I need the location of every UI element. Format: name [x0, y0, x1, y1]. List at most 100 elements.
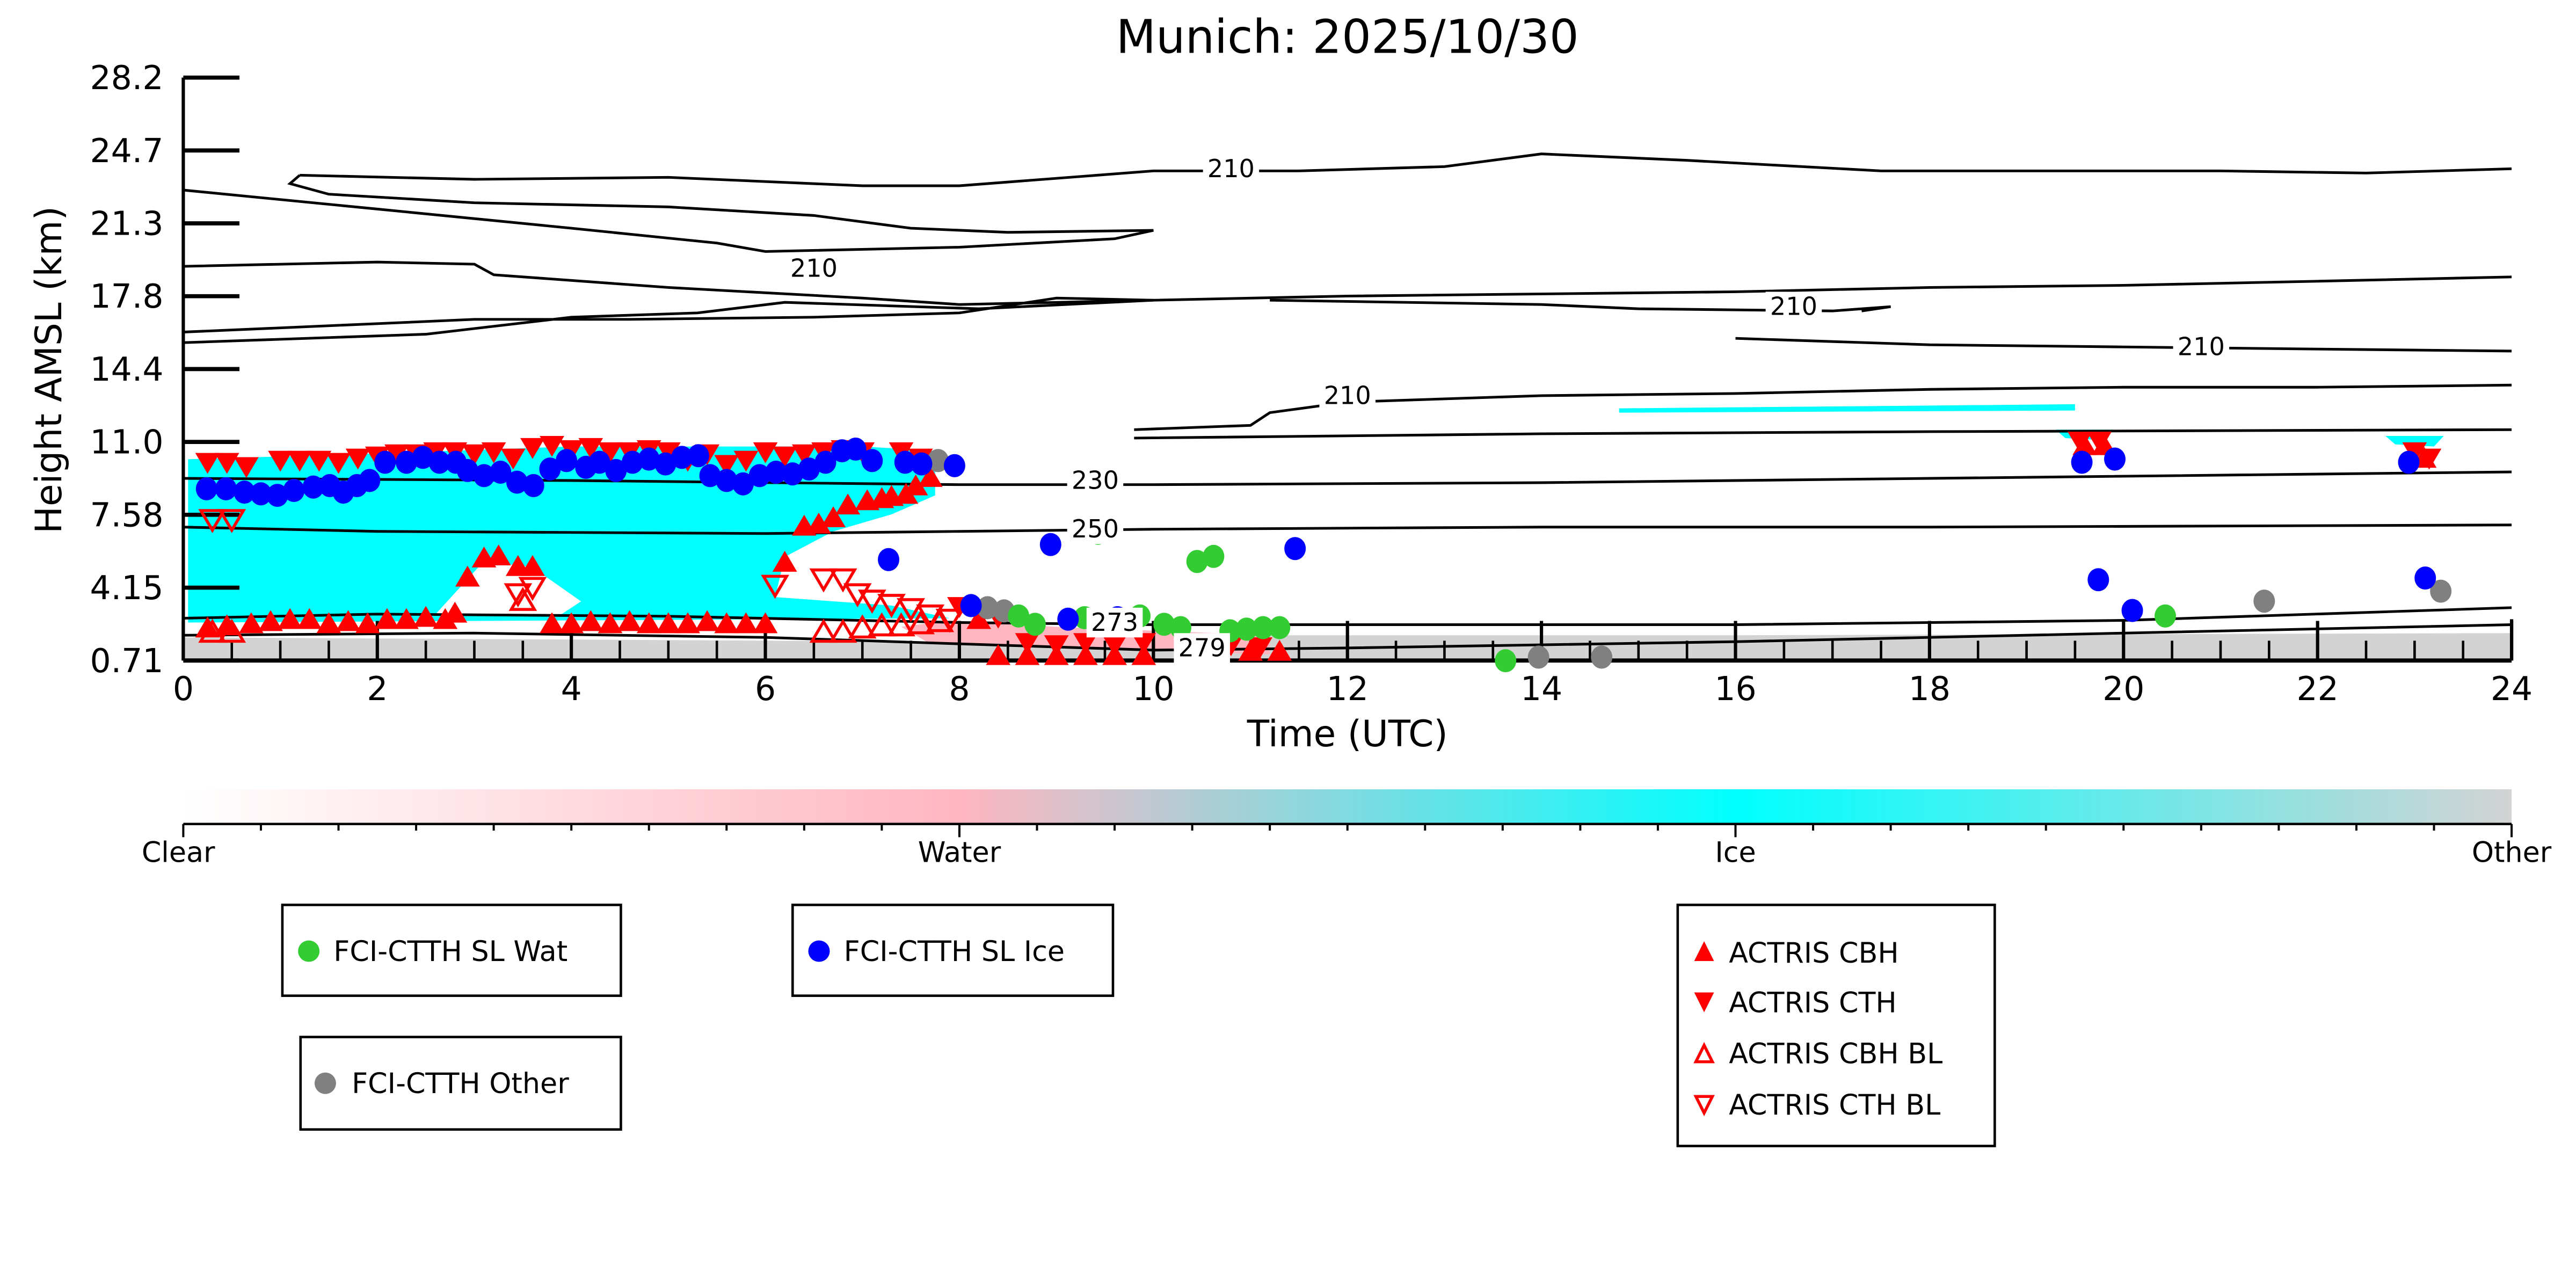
actris-cbh-bl-point [848, 614, 877, 639]
legend-label-cth-bl: ACTRIS CTH BL [1729, 1089, 1940, 1122]
actris-cbh-point [598, 612, 623, 634]
fci-ctth-sl-ice-point [215, 477, 237, 500]
fci-ctth-sl-ice-point [960, 594, 982, 617]
actris-cth-bl-point [504, 583, 533, 608]
fci-ctth-sl-ice-point [732, 472, 754, 496]
x-tick-label: 10 [1132, 670, 1174, 708]
x-tick-label: 0 [173, 670, 194, 708]
contour-label: 210 [1207, 154, 1255, 183]
actris-cbh-point [1131, 644, 1156, 665]
actris-cbh-point [695, 610, 720, 631]
actris-cth-point [234, 457, 259, 478]
actris-cth-bl-point [518, 577, 547, 601]
actris-cth-point [307, 450, 332, 472]
actris-cbh-point [675, 612, 700, 634]
fci-ctth-sl-wat-point [1235, 617, 1257, 641]
actris-cbh-point [1073, 644, 1098, 665]
actris-cbh-bl-point [828, 618, 857, 643]
actris-cth-point [500, 448, 526, 470]
y-tick-label: 28.2 [90, 59, 164, 97]
contour-label: 210 [2178, 332, 2225, 361]
actris-cth-point [2417, 448, 2442, 470]
x-tick-label: 24 [2491, 670, 2533, 708]
fci-ctth-sl-ice-point [428, 450, 450, 474]
actris-cbh-point [636, 612, 661, 634]
temperature-contours [183, 152, 2512, 652]
y-tick-label: 21.3 [90, 205, 164, 243]
fci-ctth-other-point [2430, 579, 2452, 603]
actris-cbh-point [772, 550, 797, 572]
contour-label-bg [785, 253, 842, 283]
x-tick-label: 22 [2297, 670, 2339, 708]
legend-marker-cbh-bl [1693, 1042, 1715, 1064]
legend-label-wat: FCI-CTTH SL Wat [333, 935, 567, 968]
legend-marker-other [314, 1072, 336, 1094]
actris-cbh-bl-point [906, 610, 935, 635]
fci-ctth-sl-wat-point [1153, 613, 1175, 636]
actris-cth-point [1015, 633, 1040, 654]
actris-cth-bl-point [916, 604, 945, 629]
fci-ctth-sl-ice-point [2414, 566, 2436, 590]
fci-ctth-sl-wat-point [1269, 616, 1291, 639]
chart-title: Munich: 2025/10/30 [1116, 10, 1579, 64]
actris-cth-point [268, 450, 293, 472]
fci-ctth-sl-wat-point [1008, 604, 1030, 628]
fci-ctth-sl-ice-point [2398, 450, 2420, 474]
contour-line-210 [183, 296, 1154, 344]
actris-cbh-point [520, 555, 545, 576]
fci-ctth-sl-ice-point [716, 469, 738, 492]
fci-ctth-other-point [1591, 645, 1613, 669]
x-tick-label: 18 [1909, 670, 1951, 708]
legend-marker-cth-bl [1693, 1095, 1715, 1117]
fci-ctth-other-point [977, 596, 999, 620]
actris-cth-point [326, 453, 351, 474]
fci-ctth-sl-ice-point [283, 478, 305, 503]
actris-cbh-bl-point [809, 618, 838, 643]
fci-ctth-sl-wat-point [1252, 616, 1274, 639]
fci-ctth-sl-ice-point [473, 464, 495, 487]
contour-label-bg [2173, 332, 2230, 362]
actris-cth-point [195, 453, 220, 474]
contour-label-bg [1174, 633, 1230, 663]
fci-ctth-sl-ice-point [1057, 607, 1079, 631]
actris-cth-point [772, 446, 797, 468]
colorbar-label-other: Other [2472, 836, 2552, 869]
actris-cth-bl-point [761, 574, 789, 599]
y-tick-label: 7.58 [90, 496, 164, 534]
fci-ctth-sl-ice-point [195, 477, 217, 500]
actris-cth-point [714, 455, 739, 476]
cloud-mask-region-ice [188, 446, 950, 623]
actris-cth-point [540, 435, 564, 457]
fci-ctth-sl-wat-point [1024, 613, 1046, 636]
x-tick-label: 8 [949, 670, 970, 708]
contour-label-bg [1067, 514, 1124, 544]
y-tick-label: 11.0 [90, 423, 164, 462]
colorbar: Clear Water Ice Other [142, 789, 2552, 869]
contour-line-210 [183, 260, 2512, 306]
actris-cbh-point [578, 610, 603, 631]
actris-cbh-point [486, 544, 511, 565]
actris-cth-point [753, 442, 778, 463]
actris-cbh-point [297, 608, 322, 629]
fci-ctth-other-point [927, 449, 949, 472]
fci-ctth-sl-ice-point [798, 457, 820, 481]
actris-cbh-point [316, 612, 341, 634]
actris-cbh-point [258, 610, 283, 631]
fci-ctth-sl-ice-point [588, 450, 610, 474]
actris-cbh-point [986, 644, 1011, 665]
contour-label: 210 [1770, 292, 1817, 321]
colorbar-label-ice: Ice [1715, 836, 1756, 869]
contour-label: 210 [790, 253, 838, 282]
fci-ctth-sl-ice-point [266, 484, 288, 507]
legend-ice: FCI-CTTH SL Ice [791, 904, 1115, 997]
fci-ctth-sl-ice-point [2087, 568, 2109, 592]
fci-ctth-sl-ice-point [2121, 599, 2143, 622]
actris-cbh-bl-point [217, 618, 246, 643]
legend-marker-wat [298, 940, 320, 962]
legend-actris: ACTRIS CBH ACTRIS CTH ACTRIS CBH BL ACTR… [1676, 904, 1996, 1147]
legend-marker-cbh [1694, 941, 1714, 962]
fci-ctth-sl-ice-point [622, 450, 644, 474]
actris-cth-point [733, 450, 759, 472]
